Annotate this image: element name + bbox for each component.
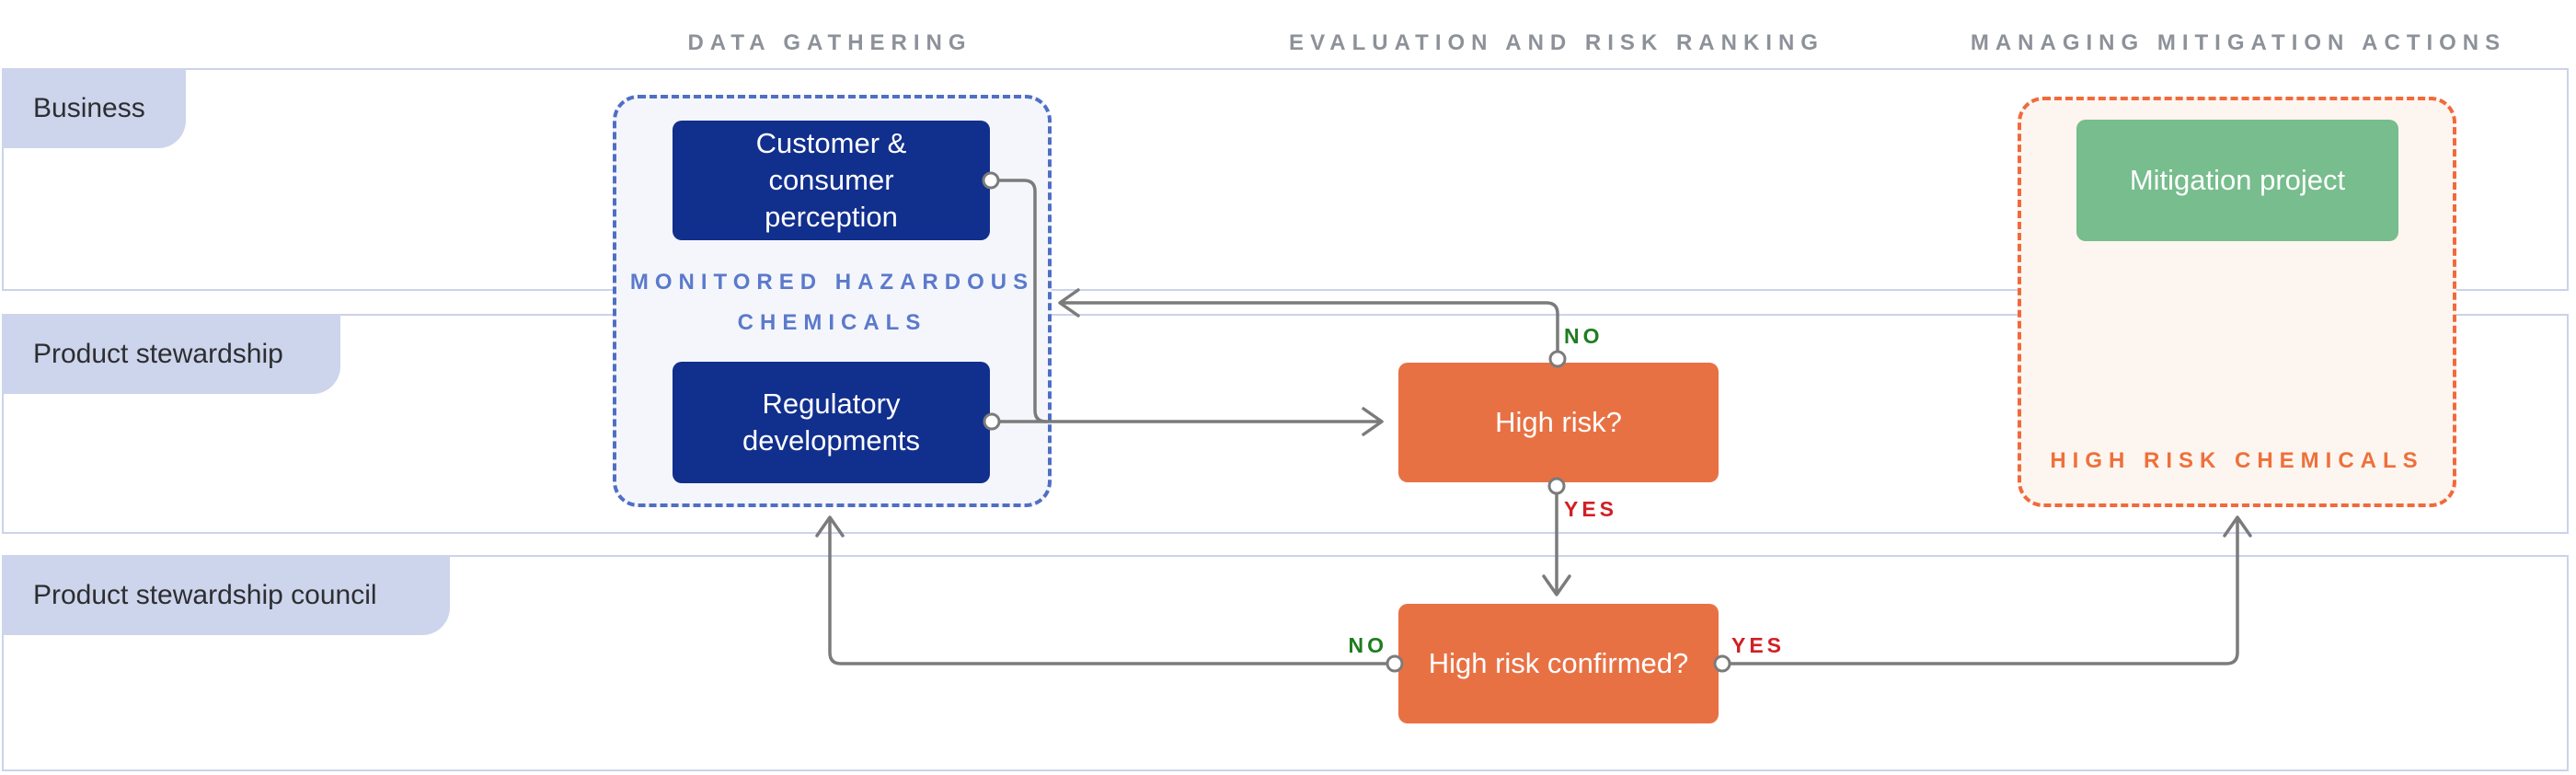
edge-label-high-risk-yes: YES — [1564, 497, 1618, 521]
node-regulatory-developments: Regulatory developments — [673, 362, 990, 483]
column-header-evaluation-risk-ranking: EVALUATION AND RISK RANKING — [1289, 30, 1824, 55]
node-customer-consumer-perception: Customer & consumer perception — [673, 121, 990, 240]
lane-label-product-stewardship-council-text: Product stewardship council — [33, 579, 377, 610]
monitored-hazardous-chemicals-label: MONITORED HAZARDOUS CHEMICALS — [629, 270, 1035, 335]
column-header-managing-mitigation-actions: MANAGING MITIGATION ACTIONS — [1970, 30, 2507, 55]
node-mitigation-project: Mitigation project — [2076, 120, 2398, 241]
arrowhead-into-monitored-right — [1058, 288, 1080, 318]
high-risk-chemicals-label: HIGH RISK CHEMICALS — [2050, 448, 2424, 473]
lane-label-business-text: Business — [33, 92, 145, 123]
edge-label-high-risk-no: NO — [1564, 324, 1604, 348]
column-header-data-gathering: DATA GATHERING — [687, 30, 972, 55]
node-high-risk-question: High risk? — [1398, 363, 1719, 482]
lane-label-product-stewardship: Product stewardship — [2, 314, 340, 394]
lane-label-product-stewardship-text: Product stewardship — [33, 338, 283, 369]
lane-label-product-stewardship-council: Product stewardship council — [2, 555, 450, 635]
edge-label-confirmed-yes: YES — [1731, 633, 1786, 657]
edge-label-confirmed-no: NO — [1348, 633, 1387, 657]
lane-label-business: Business — [2, 68, 186, 148]
node-high-risk-confirmed-question: High risk confirmed? — [1398, 604, 1719, 723]
